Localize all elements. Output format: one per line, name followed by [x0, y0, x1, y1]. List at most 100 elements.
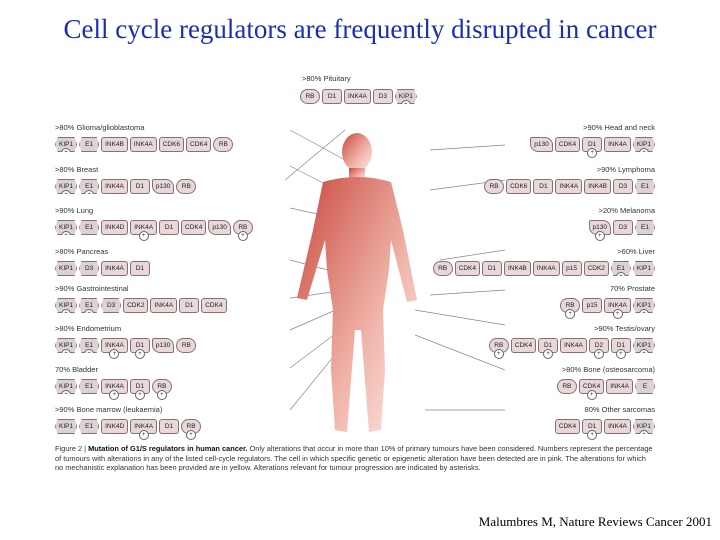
chip-row-gastrointestinal: KIP1 E1 D3 CDK2 INK4A D1 CDK4	[55, 298, 227, 313]
chip-row-glioma: KIP1 E1 INK4B INK4A CDK6 CDK4 RB	[55, 137, 234, 152]
chip: INK4A	[130, 419, 158, 434]
chip-row-liver: RB CDK4 D1 INK4B INK4A p15 CDK2 E1 KIP1	[432, 261, 655, 276]
chip: D1	[159, 220, 180, 235]
chip: D1	[481, 261, 502, 276]
chip-row-lymphoma: RB CDK6 D1 INK4A INK4B D3 E1	[484, 179, 655, 194]
chip: D3	[613, 179, 633, 194]
chip: CDK4	[554, 419, 581, 434]
chip: p15	[561, 261, 582, 276]
chip: D3	[101, 298, 122, 313]
group-label-glioma: >80% Glioma/glioblastoma	[55, 123, 145, 132]
chip: CDK6	[506, 179, 532, 194]
chip: KIP1	[632, 261, 655, 276]
group-label-bone-marrow: >90% Bone marrow (leukaemia)	[55, 405, 163, 414]
chip: D1	[159, 419, 180, 434]
chip: INK4A	[606, 379, 633, 394]
chip: KIP1	[55, 179, 78, 194]
group-label-breast: >80% Breast	[55, 165, 99, 174]
chip: D1	[533, 179, 554, 194]
chip: INK4A	[101, 338, 128, 353]
chip-row-head-neck: p130 CDK4 D1 INK4A KIP1	[530, 137, 655, 152]
chip: INK4A	[604, 298, 631, 313]
chip: D1	[582, 419, 603, 434]
chip: KIP1	[55, 298, 78, 313]
citation: Malumbres M, Nature Reviews Cancer 2001	[478, 514, 712, 529]
chip: INK4B	[101, 137, 128, 152]
chip: CDK4	[201, 298, 227, 313]
chip: KIP1	[632, 338, 655, 353]
chip: CDK2	[583, 261, 609, 276]
group-label-head-neck: >90% Head and neck	[583, 123, 655, 132]
caption-title: Mutation of G1/S regulators in human can…	[88, 444, 248, 453]
chip: KIP1	[55, 137, 78, 152]
chip: KIP1	[55, 220, 78, 235]
chip: D3	[79, 261, 100, 276]
connector-lines	[284, 129, 506, 432]
chip: E1	[79, 379, 100, 394]
cancer-regulators-figure: >80% Pituitary RB D1 INK4A D3 KIP1 >80% …	[55, 70, 660, 495]
chip-row-testis-ovary: RB CDK4 D1 INK4A D2 D1 KIP1	[488, 338, 655, 353]
chip: INK4A	[129, 137, 157, 152]
chip-row-other-sarcomas: CDK4 D1 INK4A KIP1	[554, 419, 655, 434]
chip: INK4A	[604, 419, 631, 434]
chip: p130	[151, 338, 175, 353]
chip-row-melanoma: p130 D3 E1	[588, 220, 655, 235]
chip-row-prostate: RB p15 INK4A KIP1	[560, 298, 655, 313]
chip: KIP1	[55, 261, 78, 276]
chip: CDK4	[578, 379, 605, 394]
chip: D2	[588, 338, 609, 353]
group-label-bone: >80% Bone (osteosarcoma)	[561, 365, 655, 374]
chip: D1	[322, 89, 342, 104]
chip: KIP1	[632, 419, 655, 434]
chip: E1	[79, 179, 100, 194]
chip: INK4A	[555, 179, 583, 194]
group-label-lymphoma: >90% Lymphoma	[596, 165, 655, 174]
chip: RB	[176, 179, 197, 194]
human-body-silhouette	[297, 133, 417, 432]
chip: INK4A	[101, 261, 128, 276]
chip: RB	[556, 379, 577, 394]
group-label-pituitary: >80% Pituitary	[302, 74, 351, 83]
chip: RB	[213, 137, 234, 152]
chip: p130	[208, 220, 231, 235]
chip: RB	[488, 338, 509, 353]
chip: INK4A	[130, 220, 158, 235]
figure-caption: Figure 2 | Mutation of G1/S regulators i…	[55, 444, 655, 473]
chip: INK4A	[560, 338, 587, 353]
chip: E1	[79, 338, 100, 353]
chip: p15	[582, 298, 603, 313]
slide-title: Cell cycle regulators are frequently dis…	[63, 14, 657, 44]
chip: INK4A	[604, 137, 631, 152]
chip: D3	[372, 89, 393, 104]
chip: RB	[151, 379, 172, 394]
chip-row-bladder: KIP1 E1 INK4A D1 RB	[55, 379, 172, 394]
chip: CDK6	[158, 137, 185, 152]
chip: RB	[432, 261, 453, 276]
chip: D1	[610, 338, 631, 353]
chip: RB	[232, 220, 253, 235]
chip-row-pituitary: RB D1 INK4A D3 KIP1	[300, 89, 417, 104]
group-label-other-sarcomas: 80% Other sarcomas	[584, 405, 655, 414]
chip: INK4A	[101, 179, 128, 194]
chip: INK4B	[584, 179, 611, 194]
group-label-prostate: 70% Prostate	[609, 284, 655, 293]
chip-row-pancreas: KIP1 D3 INK4A D1	[55, 261, 150, 276]
group-label-melanoma: >20% Melanoma	[598, 206, 656, 215]
chip: E1	[79, 298, 100, 313]
chip-row-breast: KIP1 E1 INK4A D1 p130 RB	[55, 179, 197, 194]
chip: E1	[79, 419, 100, 434]
group-label-liver: >60% Liver	[617, 247, 655, 256]
chip: D1	[129, 261, 150, 276]
group-label-testis-ovary: >90% Testis/ovary	[594, 324, 655, 333]
group-label-endometrium: >80% Endometrium	[55, 324, 122, 333]
chip: E1	[610, 261, 631, 276]
chip-row-lung: KIP1 E1 INK4D INK4A D1 CDK4 p130 RB	[55, 220, 253, 235]
chip: KIP1	[55, 379, 78, 394]
chip: RB	[484, 179, 505, 194]
chip: CDK4	[454, 261, 480, 276]
chip: INK4A	[150, 298, 178, 313]
chip: E1	[79, 220, 100, 235]
chip: KIP1	[55, 419, 78, 434]
group-label-gastrointestinal: >90% Gastrointestinal	[55, 284, 129, 293]
chip: INK4A	[532, 261, 560, 276]
